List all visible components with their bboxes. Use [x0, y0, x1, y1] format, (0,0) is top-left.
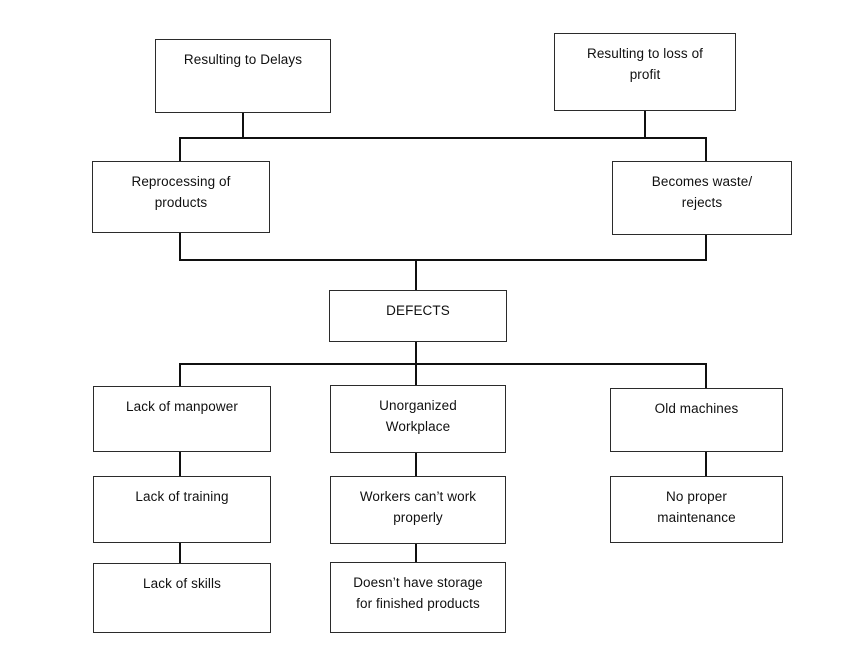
node-lack-of-training[interactable]: Lack of training [93, 476, 271, 543]
node-label: Old machines [654, 401, 739, 416]
edge-bus-to-reprocessing [179, 137, 181, 163]
node-label: DEFECTS [386, 303, 450, 318]
node-label: Becomes waste/ rejects [651, 174, 753, 210]
node-no-proper-maintenance[interactable]: No proper maintenance [610, 476, 783, 543]
node-label: Lack of training [135, 489, 229, 504]
edge-manpower-to-training [179, 452, 181, 477]
node-label: Workers can’t work properly [359, 489, 477, 525]
node-unorganized-workplace[interactable]: Unorganized Workplace [330, 385, 506, 453]
edge-bus-to-workplace-column [415, 363, 417, 386]
node-reprocessing-of-products[interactable]: Reprocessing of products [92, 161, 270, 233]
edge-training-to-skills [179, 543, 181, 566]
bus-causes [180, 363, 707, 365]
node-becomes-waste-rejects[interactable]: Becomes waste/ rejects [612, 161, 792, 235]
node-workers-cant-work-properly[interactable]: Workers can’t work properly [330, 476, 506, 544]
node-lack-of-skills[interactable]: Lack of skills [93, 563, 271, 633]
edge-bus-to-defects [415, 259, 417, 291]
node-lack-of-manpower[interactable]: Lack of manpower [93, 386, 271, 452]
edge-bus-to-machines-column [705, 363, 707, 389]
node-label: Lack of manpower [126, 399, 238, 414]
edge-delays-to-bus [242, 113, 244, 138]
node-label: Resulting to loss of profit [586, 46, 704, 82]
node-old-machines[interactable]: Old machines [610, 388, 783, 452]
bus-effects [180, 137, 706, 139]
edge-workplace-to-workers [415, 453, 417, 477]
node-label: Lack of skills [143, 576, 221, 591]
edge-workers-to-storage [415, 544, 417, 563]
node-label: Resulting to Delays [183, 52, 303, 67]
node-label: Unorganized Workplace [379, 398, 457, 434]
edge-defects-to-bus [415, 342, 417, 364]
node-label: No proper maintenance [657, 489, 736, 525]
node-resulting-to-loss-of-profit[interactable]: Resulting to loss of profit [554, 33, 736, 111]
bus-consequences [179, 259, 707, 261]
node-doesnt-have-storage[interactable]: Doesn’t have storage for finished produc… [330, 562, 506, 633]
edge-loss-profit-to-bus [644, 111, 646, 138]
node-label: Reprocessing of products [131, 174, 231, 210]
edge-reprocessing-to-bus [179, 233, 181, 260]
node-label: Doesn’t have storage for finished produc… [353, 575, 483, 611]
edge-bus-to-manpower-column [179, 363, 181, 387]
node-resulting-to-delays[interactable]: Resulting to Delays [155, 39, 331, 113]
edge-machines-to-maintenance [705, 452, 707, 477]
node-defects[interactable]: DEFECTS [329, 290, 507, 342]
edge-becomes-waste-to-bus [705, 235, 707, 260]
edge-bus-to-becomes-waste [705, 137, 707, 163]
